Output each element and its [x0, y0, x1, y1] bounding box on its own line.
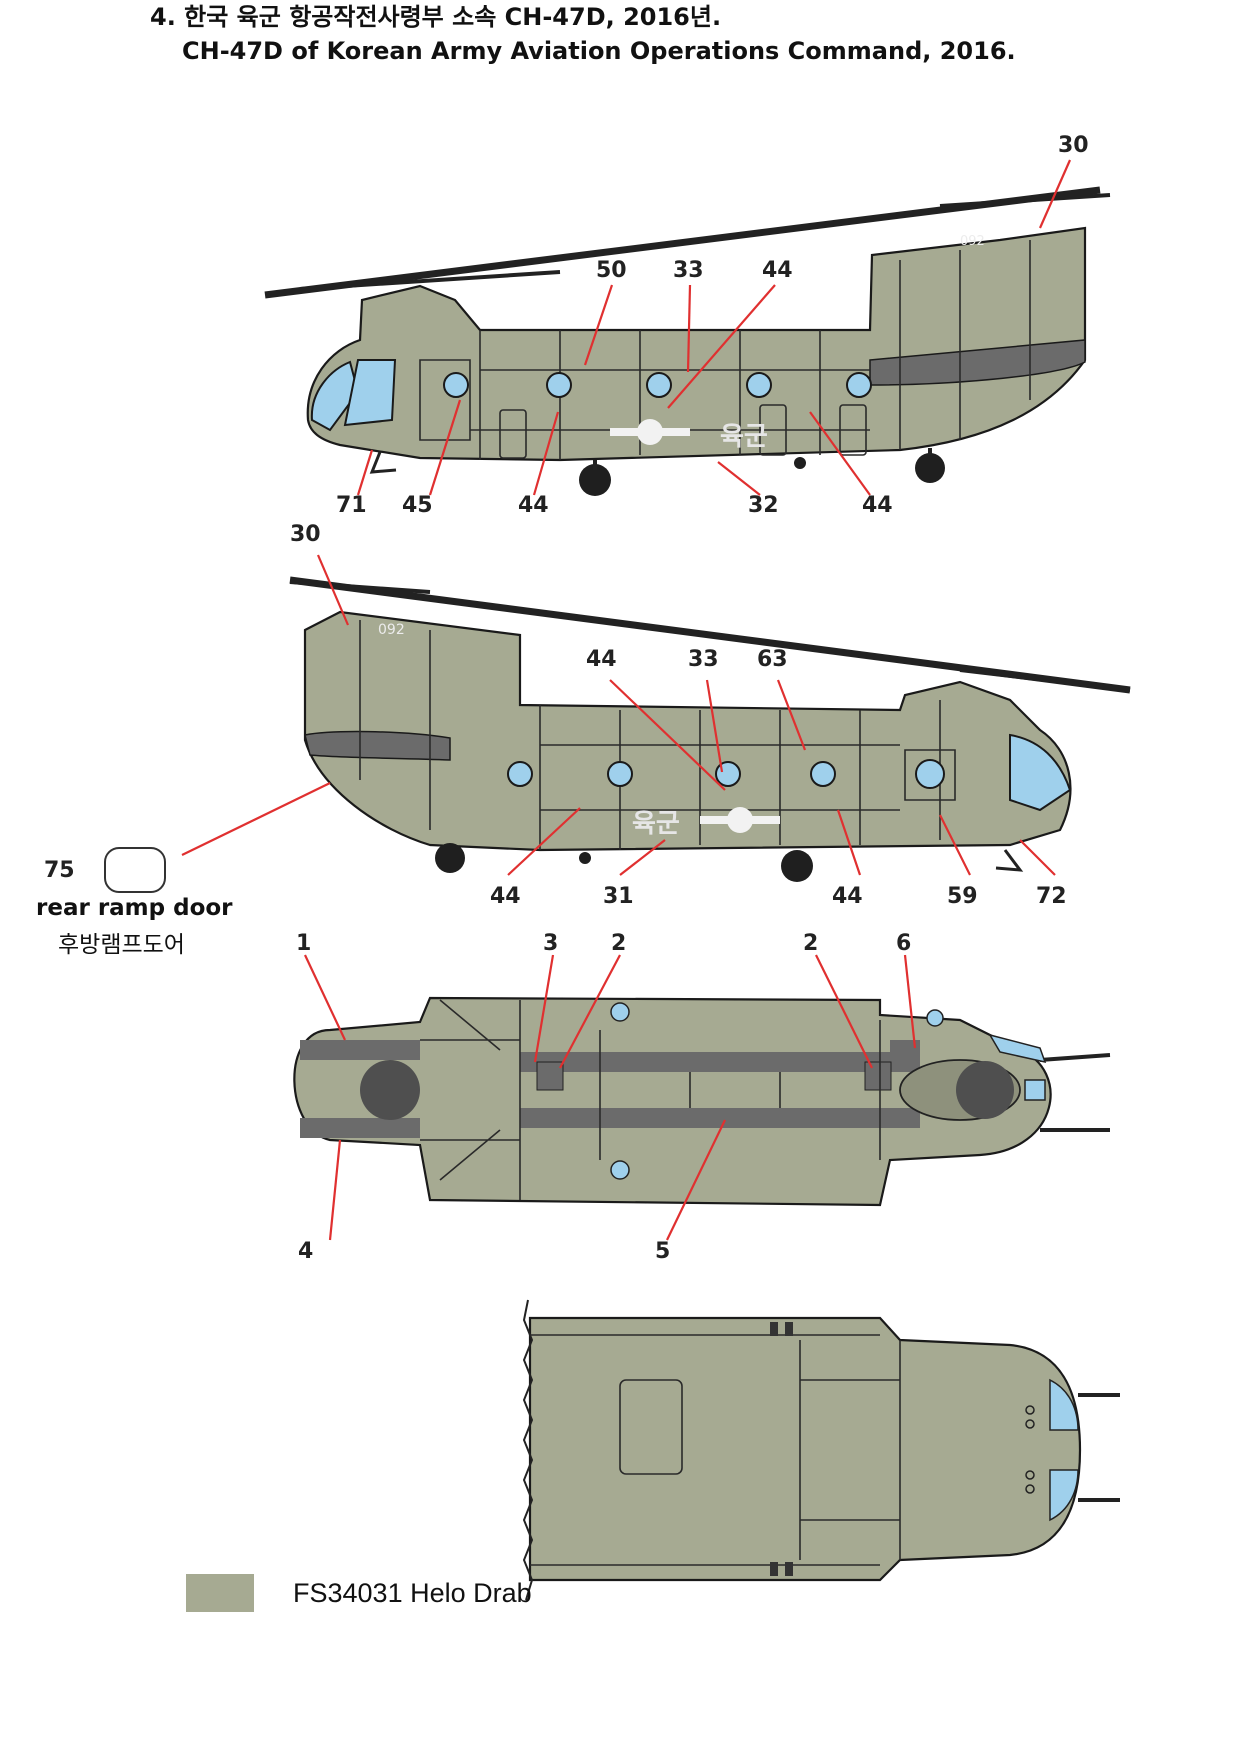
callout-label: 2 — [803, 931, 818, 956]
callout-label: 72 — [1036, 884, 1067, 909]
callout-label: 5 — [655, 1239, 670, 1264]
rotor-blade — [264, 186, 1101, 299]
callout-label: 4 — [298, 1239, 313, 1264]
partial-top-view — [522, 1299, 1120, 1601]
right-side-view: 육군 092 30 44 33 63 44 31 44 59 72 — [181, 522, 1131, 909]
callout-label: 50 — [596, 258, 627, 283]
hangul-marking: 육군 — [720, 422, 768, 452]
top-view: 1 3 2 2 6 4 5 — [293, 931, 1111, 1264]
callout-label: 3 — [543, 931, 558, 956]
callout-label: 71 — [336, 493, 367, 518]
callout-label: 44 — [490, 884, 521, 909]
callout-label: 44 — [586, 647, 617, 672]
callout-label: 44 — [762, 258, 793, 283]
roof-hatch — [619, 1379, 683, 1475]
callout-label: 44 — [832, 884, 863, 909]
hangul-marking: 육군 — [632, 809, 680, 839]
page-title: 4. 한국 육군 항공작전사령부 소속 CH-47D, 2016년. CH-47… — [150, 0, 1016, 68]
serial-marking: 092 — [378, 622, 405, 638]
ramp-door-label: rear ramp door — [36, 895, 233, 921]
callout-label: 30 — [1058, 133, 1089, 158]
legend-label: FS34031 Helo Drab — [293, 1578, 532, 1608]
fuselage — [303, 610, 1072, 852]
ramp-callout-number: 75 — [44, 858, 75, 883]
title-korean: 4. 한국 육군 항공작전사령부 소속 CH-47D, 2016년. — [150, 3, 722, 31]
callout-label: 63 — [757, 647, 788, 672]
callout-label: 45 — [402, 493, 433, 518]
rear-rotor-hub — [360, 1060, 420, 1120]
forward-rotor-hub — [956, 1061, 1014, 1119]
callout-label: 44 — [862, 493, 893, 518]
callout-label: 44 — [518, 493, 549, 518]
legend-color-swatch — [186, 1574, 254, 1612]
title-english: CH-47D of Korean Army Aviation Operation… — [182, 37, 1016, 65]
landing-gear — [435, 843, 813, 882]
landing-gear — [579, 453, 945, 496]
left-side-view: 육군 092 30 50 33 44 71 45 44 32 — [264, 133, 1111, 518]
callout-label: 6 — [896, 931, 911, 956]
fuselage — [306, 226, 1087, 462]
callout-label: 32 — [748, 493, 779, 518]
serial-marking: 092 — [960, 234, 985, 249]
callout-label: 31 — [603, 884, 634, 909]
callout-label: 1 — [296, 931, 311, 956]
ramp-door-label-korean: 후방램프도어 — [58, 932, 185, 958]
ramp-door-decal-swatch — [104, 847, 166, 893]
callout-label: 59 — [947, 884, 978, 909]
callout-label: 33 — [673, 258, 704, 283]
callout-label: 30 — [290, 522, 321, 547]
callout-label: 33 — [688, 647, 719, 672]
callout-label: 2 — [611, 931, 626, 956]
cockpit-window — [1009, 733, 1072, 812]
